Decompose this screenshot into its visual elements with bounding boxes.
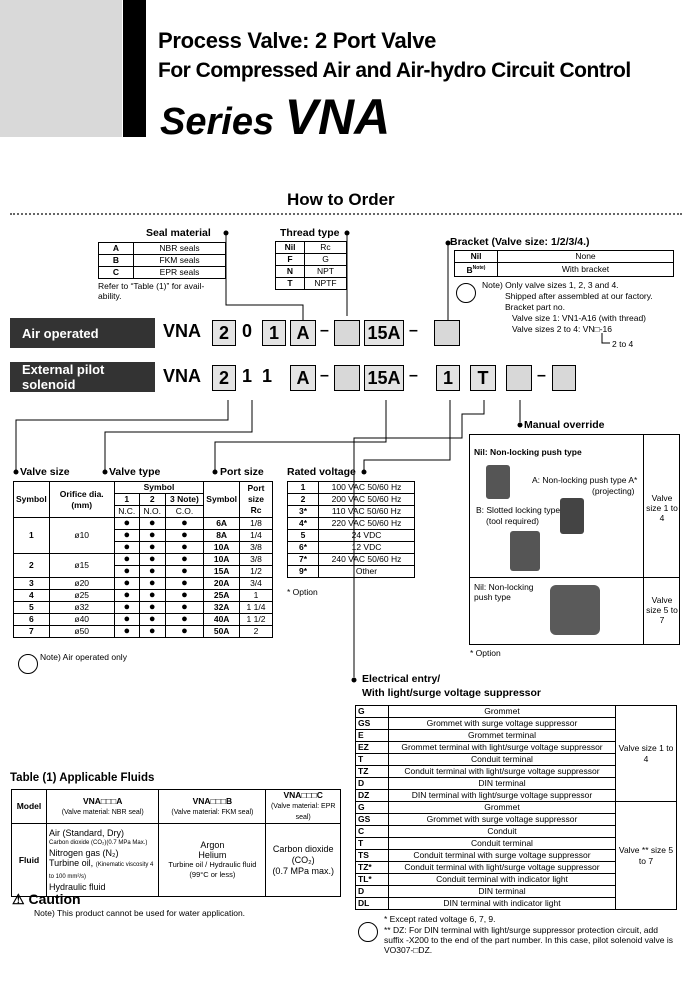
pilot-box-electrical: T	[470, 365, 496, 391]
pilot-prefix: VNA	[163, 366, 202, 386]
magnifier-icon	[358, 922, 378, 942]
electrical-note-1: * Except rated voltage 6, 7, 9.	[384, 914, 496, 924]
air-prefix: VNA	[163, 321, 202, 341]
pilot-box-valve-size: 2	[212, 365, 236, 391]
seal-note: Refer to “Table (1)” for avail- ability.	[98, 281, 205, 301]
pilot-box-manual	[506, 365, 532, 391]
air-box-seal: A	[290, 320, 316, 346]
title-line-1: Process Valve: 2 Port Valve	[158, 28, 437, 53]
how-to-order-heading: How to Order	[287, 190, 395, 209]
pilot-box-port-size: 15A	[364, 365, 404, 391]
divider	[10, 213, 682, 215]
header-gray-block	[0, 0, 122, 137]
pilot-box-seal: A	[290, 365, 316, 391]
pilot-box-thread	[334, 365, 360, 391]
manual-override-title: Manual override	[524, 419, 605, 431]
warning-icon: ⚠	[12, 891, 25, 907]
electrical-title-2: With light/surge voltage suppressor	[362, 687, 542, 699]
pilot-box-voltage: 1	[436, 365, 460, 391]
fluids-table: Model VNA□□□A(Valve material: NBR seal) …	[11, 789, 341, 897]
series-title: Series VNA	[160, 89, 391, 145]
pilot-box-valve-type: 1	[242, 366, 253, 386]
thread-type-title: Thread type	[280, 227, 340, 239]
bracket-note-5: Valve sizes 2 to 4: VN□-16	[512, 324, 612, 334]
magnifier-icon	[18, 654, 38, 674]
air-box-valve-size: 2	[212, 320, 236, 346]
bracket-note-4: Valve size 1: VN1-A16 (with thread)	[512, 313, 647, 323]
air-box-bracket	[434, 320, 460, 346]
voltage-option-note: * Option	[287, 587, 318, 597]
air-box-thread	[334, 320, 360, 346]
valve-size-note: Note) Air operated only	[40, 652, 127, 662]
valve-size-title: Valve size	[20, 466, 70, 478]
valve-image-nil	[510, 531, 540, 571]
bracket-note-3: Bracket part no.	[505, 302, 566, 312]
magnifier-icon	[456, 283, 476, 303]
valve-image-a	[486, 465, 510, 499]
bracket-note-1: Note) Only valve sizes 1, 2, 3 and 4.	[482, 280, 619, 290]
bracket-title: Bracket (Valve size: 1/2/3/4.)	[450, 236, 590, 248]
bracket-note-6: 2 to 4	[612, 339, 634, 349]
caution-heading: ⚠ Caution	[12, 891, 81, 907]
header-black-bar	[123, 0, 146, 137]
pilot-box-port: 1	[262, 366, 273, 386]
caution-note: Note) This product cannot be used for wa…	[34, 908, 246, 918]
port-size-title: Port size	[220, 466, 264, 478]
valve-type-title: Valve type	[109, 466, 161, 478]
valve-image-large	[550, 585, 600, 635]
air-operated-band: Air operated	[10, 318, 155, 348]
pilot-solenoid-band: External pilot solenoid	[10, 362, 155, 392]
seal-material-title: Seal material	[146, 227, 211, 239]
air-box-valve-type: 0	[242, 321, 253, 341]
bracket-note-2: Shipped after assembled at our factory.	[505, 291, 653, 301]
fluids-title: Table (1) Applicable Fluids	[10, 772, 155, 784]
manual-option-note: * Option	[470, 648, 501, 658]
manual-override-box: Nil: Non-locking push type A: Non-lockin…	[469, 434, 680, 645]
pilot-box-bracket	[552, 365, 576, 391]
air-box-port: 1	[262, 320, 286, 346]
rated-voltage-title: Rated voltage	[287, 466, 356, 478]
valve-size-table: Symbol Orifice dia. (mm) Symbol Symbol P…	[13, 481, 273, 638]
air-box-port-size: 15A	[364, 320, 404, 346]
valve-image-b	[560, 498, 584, 534]
electrical-title-1: Electrical entry/	[362, 673, 441, 685]
title-line-2: For Compressed Air and Air-hydro Circuit…	[158, 59, 631, 82]
electrical-note-2: ** DZ: For DIN terminal with light/surge…	[384, 925, 674, 955]
